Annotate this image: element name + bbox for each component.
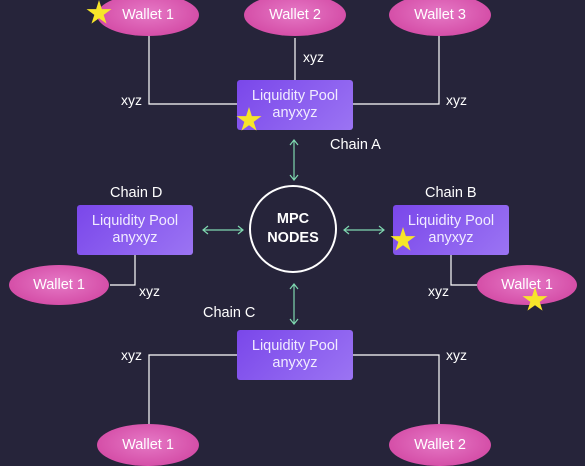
- mpc-nodes-circle: MPC NODES: [249, 185, 337, 273]
- pool-title: Liquidity Pool: [251, 338, 339, 354]
- pool-token: anyxyz: [112, 230, 158, 246]
- pool-token: anyxyz: [272, 105, 318, 121]
- wallet-label: Wallet 1: [122, 437, 174, 453]
- pool-token: anyxyz: [272, 355, 318, 371]
- pool-title: Liquidity Pool: [91, 213, 179, 229]
- liquidity-pool-a: Liquidity Pool anyxyz: [237, 80, 353, 130]
- mpc-label-line1: MPC: [276, 211, 310, 227]
- connector-bottom-right: [353, 354, 440, 426]
- wallet-bottom-right: Wallet 2: [389, 424, 491, 466]
- wallet-label: Wallet 1: [122, 7, 174, 23]
- chain-c-label: Chain C: [203, 305, 256, 321]
- chain-d-label: Chain D: [110, 185, 163, 201]
- edge-label-top-left: xyz: [121, 92, 142, 108]
- wallet-top-right: Wallet 3: [389, 0, 491, 36]
- wallet-bottom-left: Wallet 1: [97, 424, 199, 466]
- wallet-label: Wallet 2: [414, 437, 466, 453]
- edge-label-top-right: xyz: [446, 92, 467, 108]
- pool-token: anyxyz: [428, 230, 474, 246]
- connector-top-left: [148, 33, 237, 105]
- connector-layer: [110, 33, 477, 426]
- wallet-label: Wallet 1: [501, 277, 553, 293]
- liquidity-pool-d: Liquidity Pool anyxyz: [77, 205, 193, 255]
- edge-label-bottom-right: xyz: [446, 347, 467, 363]
- chain-b-label: Chain B: [425, 185, 477, 201]
- chain-a-label: Chain A: [330, 137, 381, 153]
- wallet-left: Wallet 1: [9, 265, 109, 305]
- connector-bottom-left: [148, 354, 237, 426]
- wallet-top-left: Wallet 1: [97, 0, 199, 36]
- wallet-label: Wallet 2: [269, 7, 321, 23]
- wallet-top-mid: Wallet 2: [244, 0, 346, 36]
- edge-label-left: xyz: [139, 283, 160, 299]
- wallet-label: Wallet 1: [33, 277, 85, 293]
- liquidity-pool-b: Liquidity Pool anyxyz: [393, 205, 509, 255]
- connector-right: [450, 254, 477, 286]
- edge-label-top-mid: xyz: [303, 49, 324, 65]
- wallet-label: Wallet 3: [414, 7, 466, 23]
- pool-title: Liquidity Pool: [407, 213, 495, 229]
- edge-label-right: xyz: [428, 283, 449, 299]
- mpc-label-line2: NODES: [267, 230, 319, 246]
- edge-label-bottom-left: xyz: [121, 347, 142, 363]
- pool-title: Liquidity Pool: [251, 88, 339, 104]
- liquidity-pool-c: Liquidity Pool anyxyz: [237, 330, 353, 380]
- connector-top-right: [353, 33, 440, 105]
- connector-left: [110, 254, 136, 286]
